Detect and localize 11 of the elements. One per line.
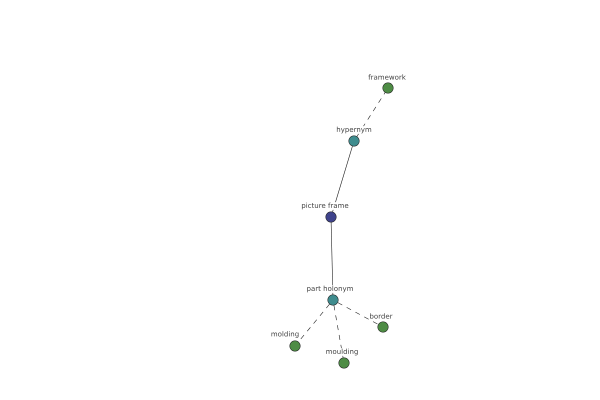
connector-line [356,92,386,137]
node-dot [328,294,338,306]
connector-line [330,222,334,295]
node-dot [338,358,350,368]
node-dot [378,322,388,332]
node-dot [382,82,394,94]
connector-line [334,305,344,358]
node-dot [326,212,336,222]
node-dot [348,136,360,146]
connector-line [338,302,378,325]
node-dot [290,340,300,352]
